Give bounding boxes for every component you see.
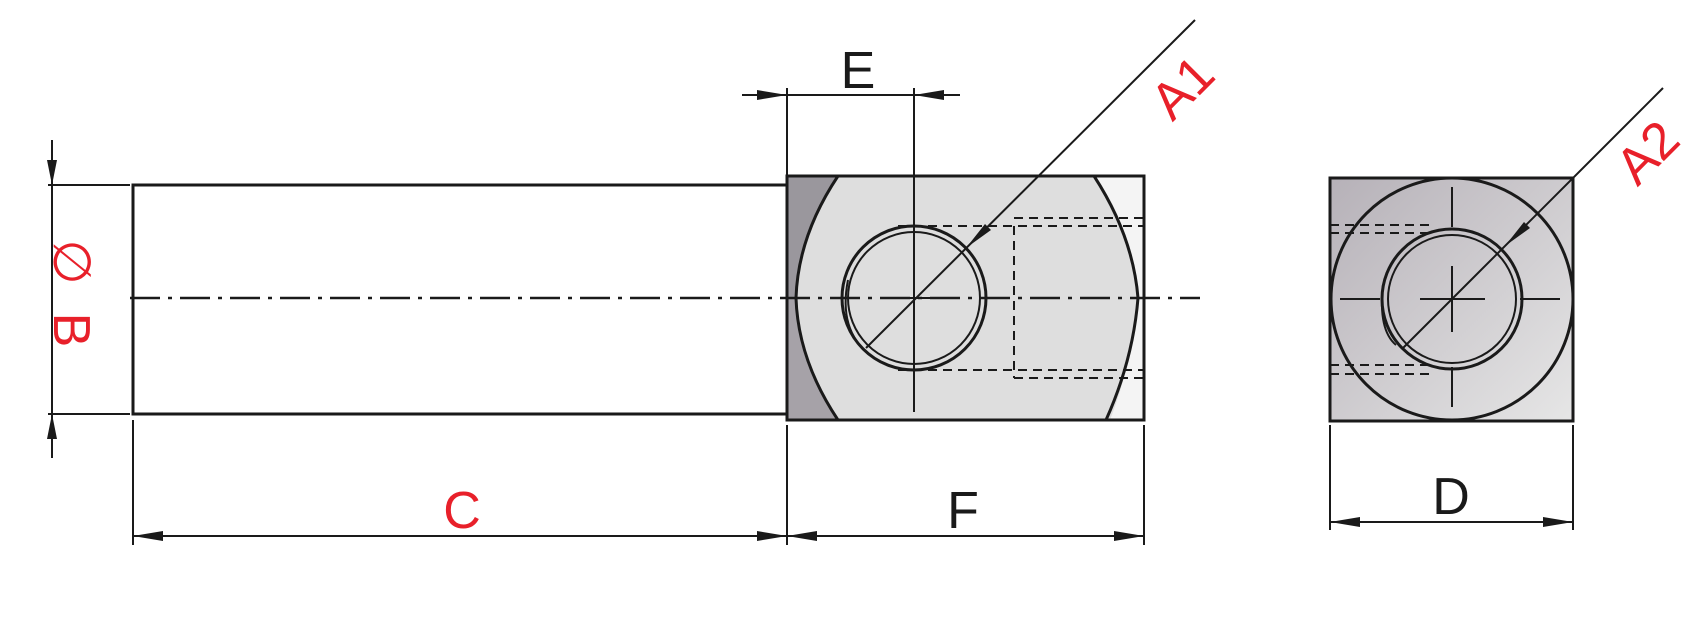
dimension-f xyxy=(787,425,1145,545)
dimension-d xyxy=(1329,425,1574,530)
dimension-b-symbol: ∅B xyxy=(42,239,100,347)
dimension-a1-label-group: A1 xyxy=(1140,45,1226,131)
dimension-a2-label: A2 xyxy=(1605,110,1691,196)
dimension-a1-leader xyxy=(865,19,1196,349)
dimension-e-label: E xyxy=(841,42,876,100)
dimension-d-label: D xyxy=(1432,468,1470,526)
dimension-e xyxy=(742,88,960,205)
dimension-c-label: C xyxy=(443,482,481,540)
dimension-b xyxy=(47,140,130,458)
dimension-a2-label-group: A2 xyxy=(1605,110,1691,196)
dimension-a1-label: A1 xyxy=(1140,45,1226,131)
rod-body xyxy=(131,183,789,416)
dimension-b-label-group: ∅B xyxy=(42,239,100,347)
dimension-c xyxy=(132,420,788,545)
dimension-f-label: F xyxy=(947,482,979,540)
end-view xyxy=(1328,176,1575,423)
dimension-a2-leader xyxy=(1402,87,1664,349)
